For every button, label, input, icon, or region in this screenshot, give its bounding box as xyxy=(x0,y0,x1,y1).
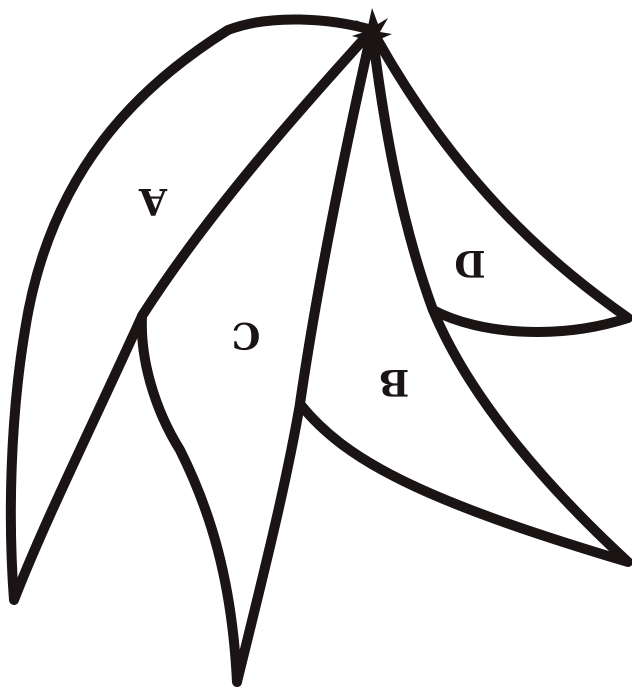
region-b-label: B xyxy=(379,361,409,403)
region-a-label: D xyxy=(454,242,485,284)
region-c-label: C xyxy=(232,314,261,356)
region-d-label: A xyxy=(138,180,168,222)
